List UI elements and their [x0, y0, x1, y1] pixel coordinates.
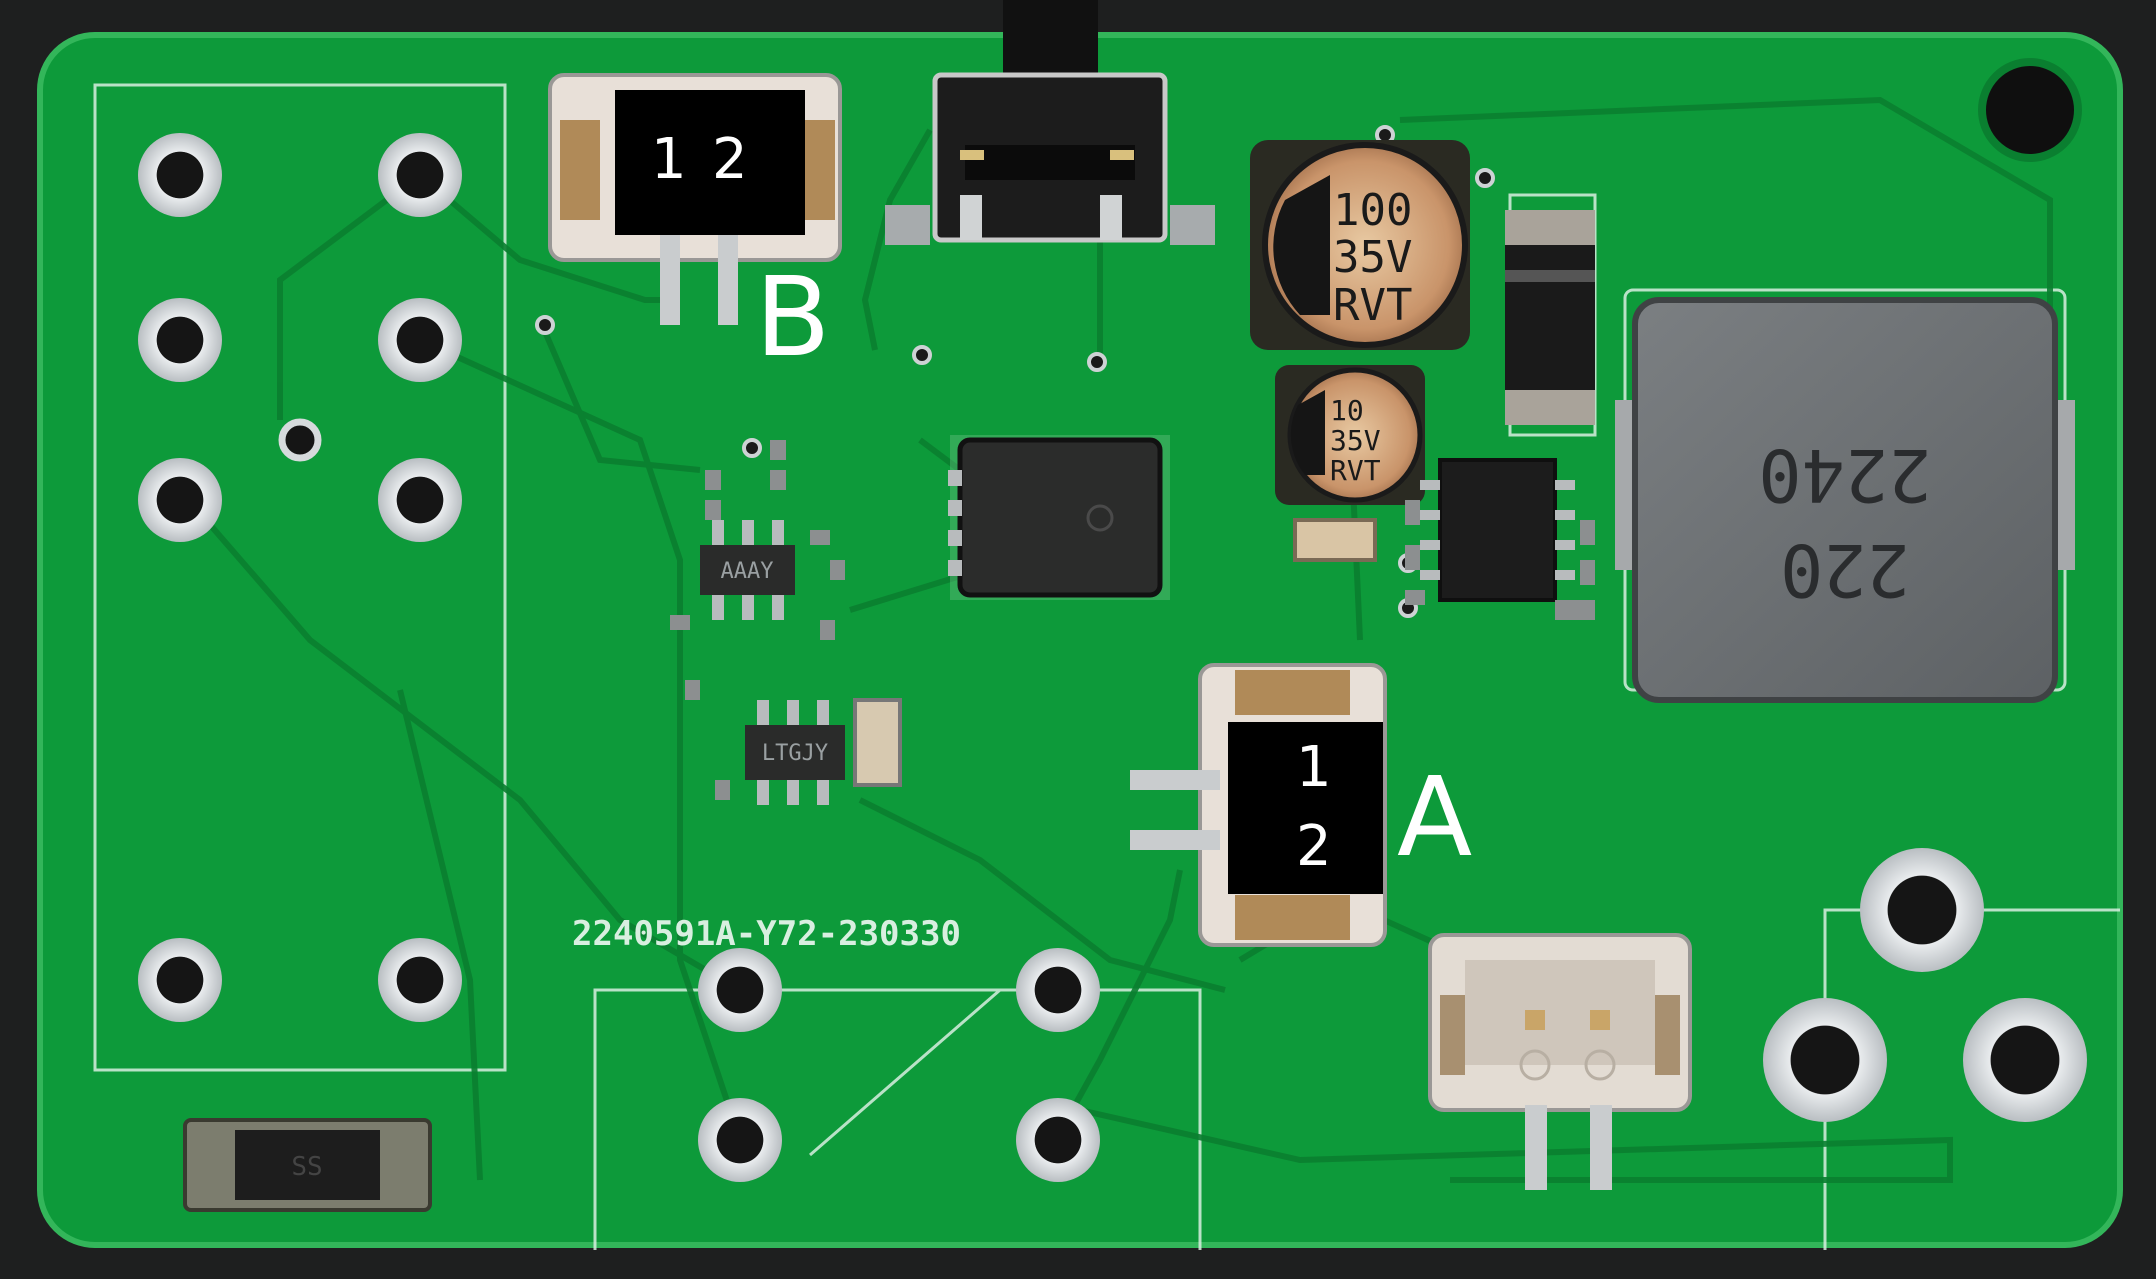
through-hole-pads	[138, 133, 2087, 1182]
regulator-ic	[1420, 458, 1575, 602]
connector-bottom	[1428, 933, 1692, 1190]
connector-a-label: A	[1397, 753, 1472, 881]
mounting-hole	[1978, 58, 2082, 162]
sot-ic-upper-marking: AAAY	[721, 559, 774, 584]
diode-bottom: SS	[183, 1118, 432, 1212]
cap-small-line2: 35V	[1330, 424, 1381, 457]
inductor-line1: 2240	[1758, 433, 1931, 517]
capacitor-100uf: 100 35V RVT	[1250, 140, 1470, 350]
cap-large-line3: RVT	[1333, 280, 1412, 331]
cap-small-line1: 10	[1330, 394, 1364, 427]
vias	[535, 125, 1495, 618]
mosfet-package	[948, 435, 1170, 600]
cap-large-line2: 35V	[1333, 232, 1412, 283]
silkscreen-outlines	[93, 83, 2120, 1250]
connector-a-pin-label-box	[1228, 722, 1383, 894]
sot-ic-lower-marking: LTGJY	[762, 741, 828, 766]
inductor-line2: 220	[1780, 528, 1910, 612]
board-silkscreen-id: 2240591A-Y72-230330	[572, 914, 961, 954]
cap-large-line1: 100	[1333, 185, 1412, 236]
small-passives-center	[670, 440, 845, 800]
capacitor-10uf: 10 35V RVT	[1275, 365, 1425, 505]
connector-b-pin2: 2	[712, 127, 748, 192]
diode-right	[1505, 210, 1595, 425]
connector-b-pin1: 1	[651, 127, 687, 192]
connector-b-pin-label-box	[615, 90, 805, 235]
connector-a-pin1: 1	[1296, 735, 1332, 800]
tactile-switch	[885, 0, 1215, 245]
cap-small-line3: RVT	[1330, 454, 1381, 487]
traces	[177, 96, 2053, 1183]
inductor: 2240 220	[1615, 297, 2075, 703]
connector-b-label: B	[755, 253, 830, 381]
sot-ic-lower: LTGJY	[745, 698, 902, 805]
small-passives-right	[1293, 500, 1595, 620]
diode-bottom-marking: SS	[291, 1152, 322, 1182]
connector-a-pin2: 2	[1296, 814, 1332, 879]
sot-ic-upper: AAAY	[700, 520, 795, 620]
